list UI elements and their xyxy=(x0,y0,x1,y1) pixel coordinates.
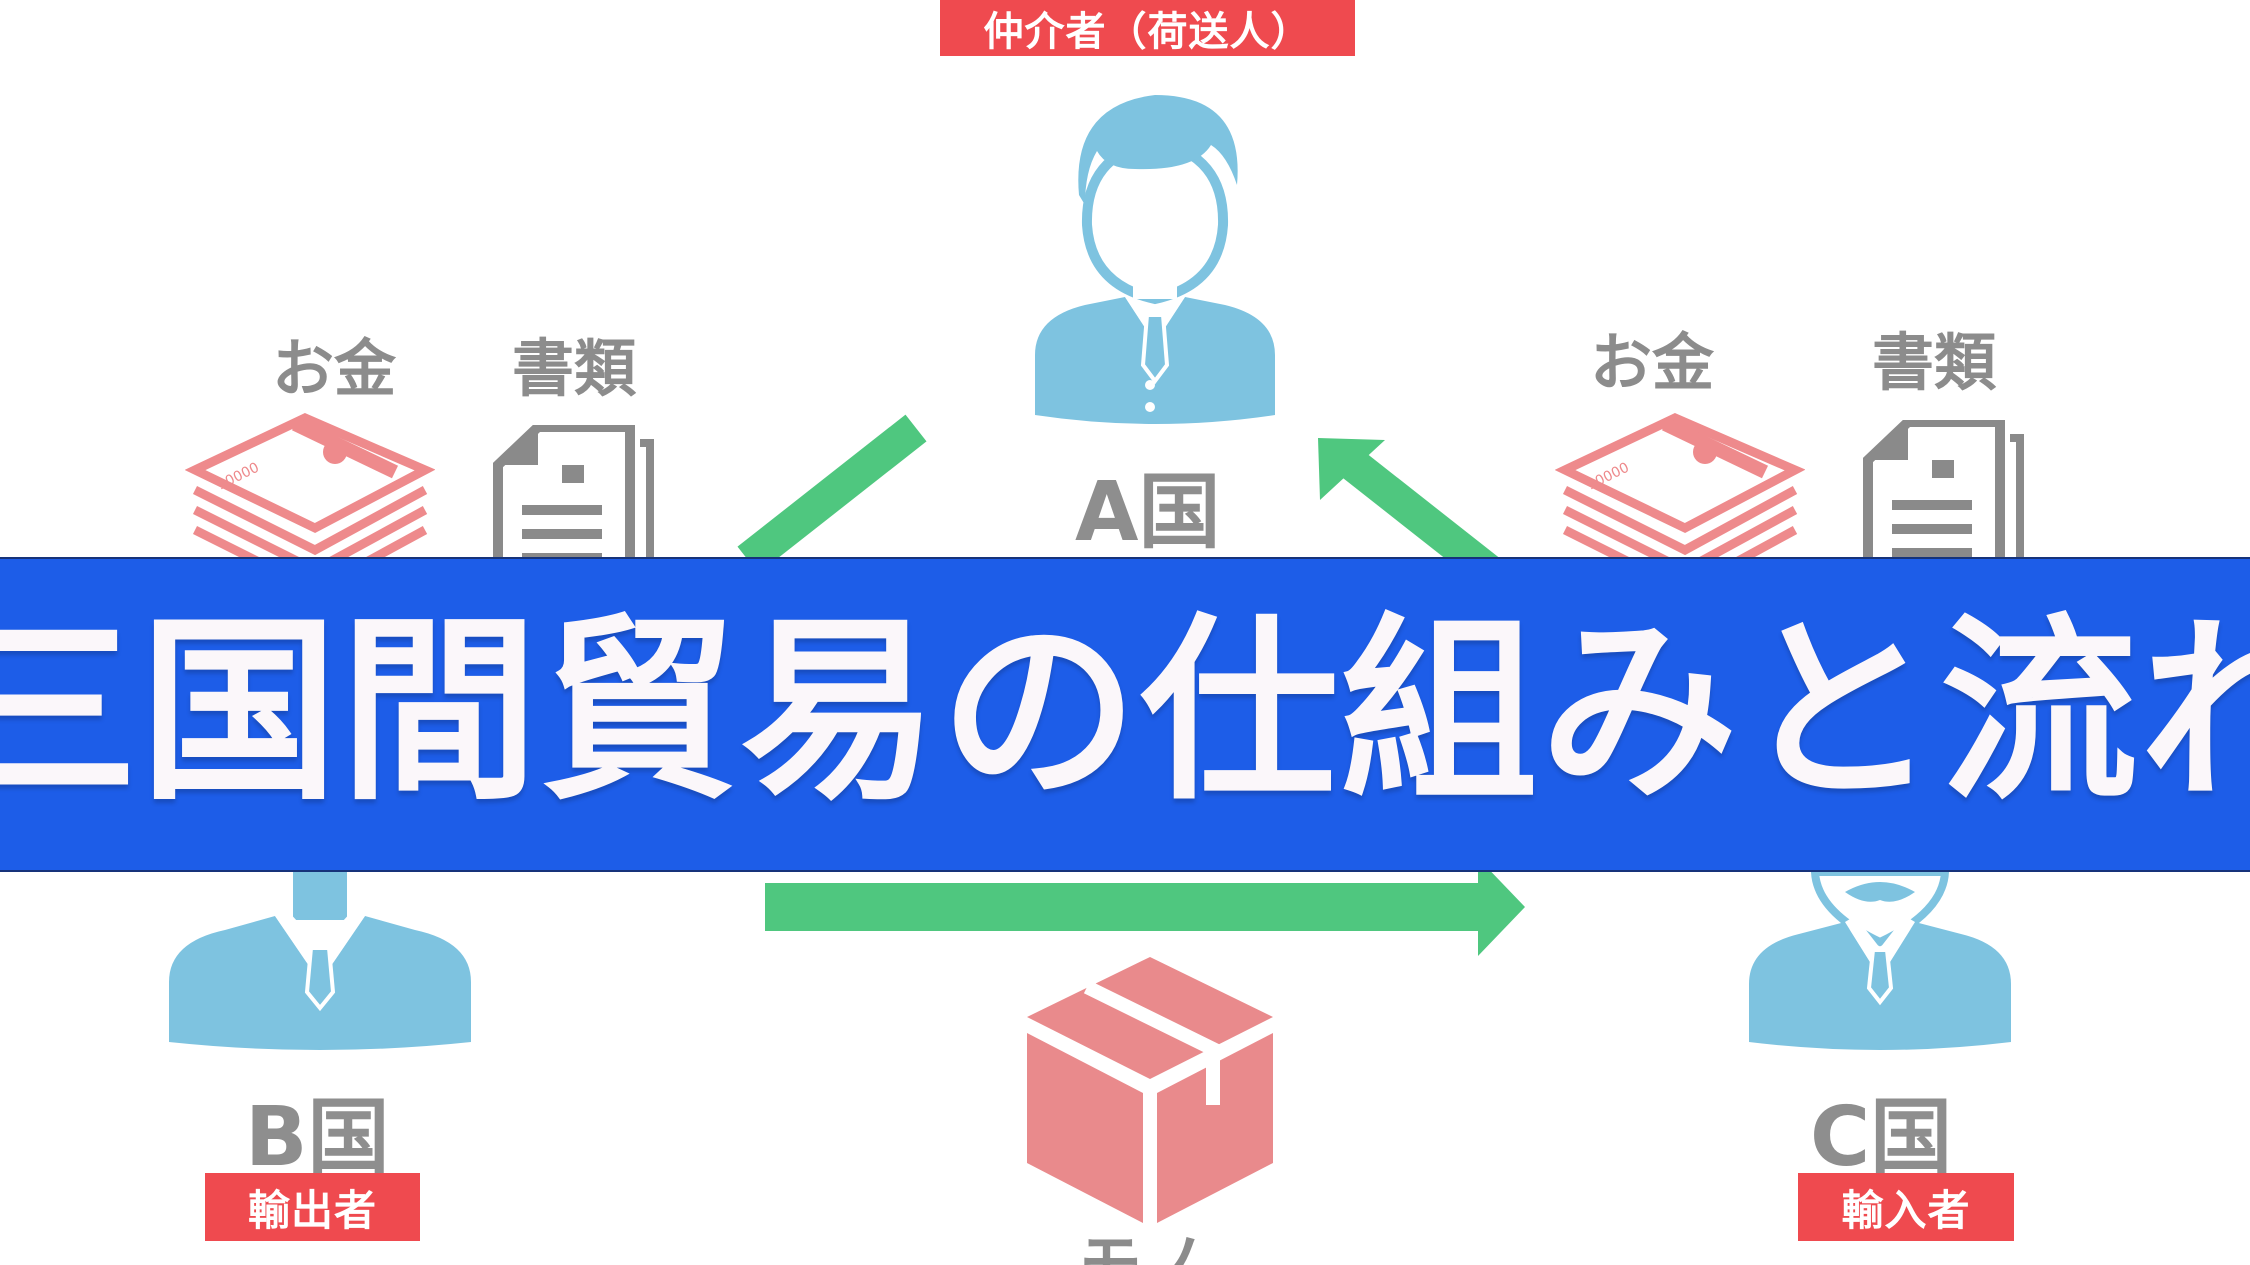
title-banner: 三国間貿易の仕組みと流れ xyxy=(0,557,2250,872)
documents-caption-right: 書類 xyxy=(1872,326,1997,399)
importer-tag: 輸入者 xyxy=(1798,1173,2014,1241)
goods-caption: モノ xyxy=(1078,1228,1206,1265)
box-icon xyxy=(1027,957,1273,1223)
exporter-tag: 輸出者 xyxy=(205,1173,420,1241)
money-caption-right: お金 xyxy=(1590,326,1715,399)
person-icon xyxy=(1749,872,2011,1050)
person-icon xyxy=(1035,95,1275,424)
country-a-label: A国 xyxy=(1075,465,1221,560)
person-icon xyxy=(169,872,471,1050)
money-caption-left: お金 xyxy=(272,332,397,405)
page-title: 三国間貿易の仕組みと流れ xyxy=(0,596,2250,827)
intermediary-tag: 仲介者（荷送人） xyxy=(940,0,1355,56)
country-c-label: C国 xyxy=(1810,1090,1953,1185)
documents-caption-left: 書類 xyxy=(512,332,637,405)
country-b-label: B国 xyxy=(245,1090,390,1185)
